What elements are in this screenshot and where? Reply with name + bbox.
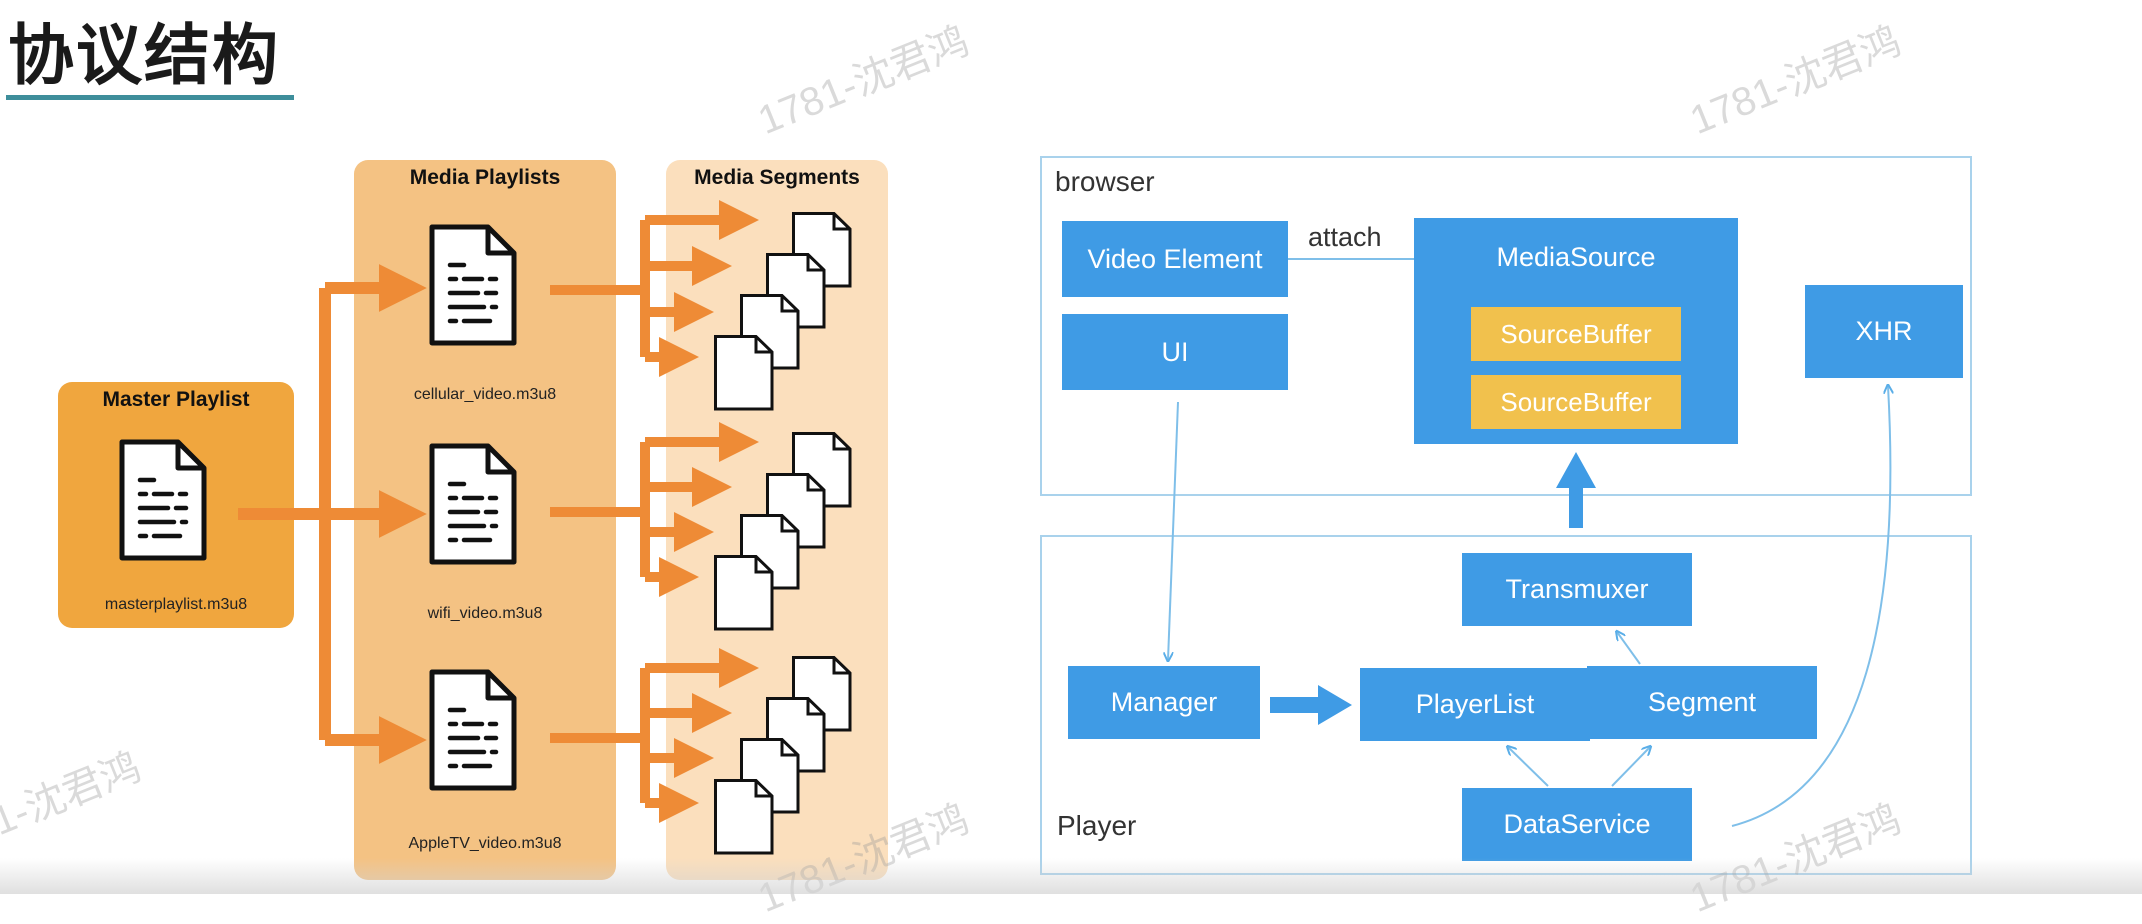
data-service-box: DataService [1462,788,1692,861]
bottom-fade [0,858,2142,894]
source-buffer-2: SourceBuffer [1471,375,1681,429]
player-list-box: PlayerList [1360,668,1590,741]
playlist-filename-wifi: wifi_video.m3u8 [427,605,543,622]
xhr-box: XHR [1805,285,1963,378]
player-label: Player [1057,810,1137,841]
hls-diagram-graphics [0,200,852,855]
segment-box: Segment [1587,666,1817,739]
playlist-filename-cellular: cellular_video.m3u8 [413,386,557,403]
manager-box: Manager [1068,666,1260,739]
attach-label: attach [1308,222,1382,252]
playlist-filename-appletv: AppleTV_video.m3u8 [408,835,562,852]
architecture-connectors [0,258,2142,827]
master-playlist-title: Master Playlist [102,388,250,411]
source-buffer-1: SourceBuffer [1471,307,1681,361]
master-playlist-filename: masterplaylist.m3u8 [104,596,248,613]
title-underline [6,95,294,100]
video-element-box: Video Element [1062,221,1288,297]
media-playlists-title: Media Playlists [409,166,561,189]
browser-label: browser [1055,166,1155,197]
transmuxer-box: Transmuxer [1462,553,1692,626]
media-segments-title: Media Segments [694,166,860,189]
ui-box: UI [1062,314,1288,390]
page-title: 协议结构 [8,17,280,94]
